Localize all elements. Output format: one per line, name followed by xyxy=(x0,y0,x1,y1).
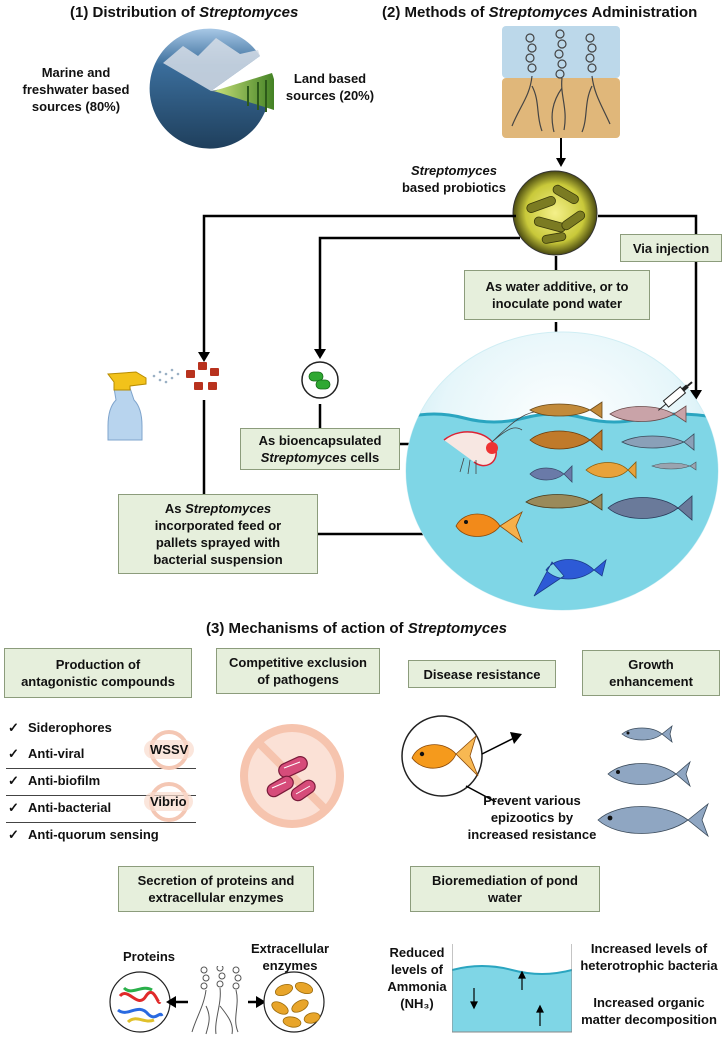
feed-box: As Streptomyces incorporated feed or pal… xyxy=(118,494,318,574)
arrowhead-injection xyxy=(690,390,702,400)
proteins-label: Proteins xyxy=(122,949,175,964)
resistant-goldfish-icon xyxy=(401,715,522,802)
arrowhead-feed xyxy=(198,352,210,362)
secretion-box: Secretion of proteins and extracellular … xyxy=(118,866,314,912)
syringe-icon xyxy=(658,381,693,411)
antagonistic-compounds-box: Production of antagonistic compounds xyxy=(4,648,192,698)
distribution-pie-chart xyxy=(149,28,274,149)
section1-title: (1) Distribution of Streptomyces xyxy=(70,4,299,21)
spray-bottle-icon xyxy=(107,368,180,441)
compounds-list: ✓Siderophores ✓Anti-viral ✓Anti-biofilm … xyxy=(6,716,196,849)
probiotic-bacteria-illustration xyxy=(512,170,598,256)
fish-group xyxy=(525,401,697,597)
reduced-ammonia-label: Reduced levels of Ammonia (NH₃) xyxy=(387,945,447,1011)
bioremediation-box: Bioremediation of pond water xyxy=(410,866,600,912)
arrow-soil-to-probiotic xyxy=(556,138,566,167)
list-item: ✓Anti-quorum sensing xyxy=(8,827,159,842)
pathogen-exclusion-icon xyxy=(240,724,344,828)
list-item: ✓Anti-biofilm xyxy=(6,769,196,796)
land-label: Land based sources (20%) xyxy=(285,71,375,103)
shrimp-icon xyxy=(443,411,535,475)
wssv-badge: WSSV xyxy=(144,740,195,759)
feed-pellets-icon xyxy=(186,362,219,390)
probiotics-label: Streptomyces based probiotics xyxy=(401,163,507,195)
section2-title: (2) Methods of Streptomyces Administrati… xyxy=(382,4,698,21)
soil-roots-illustration xyxy=(502,26,620,138)
competitive-exclusion-box: Competitive exclusion of pathogens xyxy=(216,648,380,694)
injection-box: Via injection xyxy=(620,234,722,262)
goldfish-icon xyxy=(455,510,523,544)
growth-enhancement-box: Growth enhancement xyxy=(582,650,720,696)
list-item: ✓Siderophores xyxy=(8,720,112,735)
list-item: ✓Anti-bacterial xyxy=(6,796,196,823)
prevent-epizootics-label: Prevent various epizootics by increased … xyxy=(467,793,597,842)
pond-water-section-illustration xyxy=(452,944,572,1034)
bioencapsulated-cells-icon xyxy=(301,361,339,399)
marine-label: Marine and freshwater based sources (80%… xyxy=(22,65,130,114)
arrowhead-bioencap xyxy=(314,349,326,359)
list-item: ✓Anti-viral xyxy=(6,742,196,769)
vibrio-badge: Vibrio xyxy=(144,792,193,811)
increased-organic-label: Increased organic matter decomposition xyxy=(581,995,717,1027)
aquaculture-pond-illustration xyxy=(405,331,719,611)
bioencapsulated-box: As bioencapsulated Streptomyces cells xyxy=(240,428,400,470)
growth-fish-illustration xyxy=(597,724,709,838)
enzymes-label: Extracellular enzymes xyxy=(250,941,330,973)
mountain-shape xyxy=(163,38,260,91)
secretion-illustration xyxy=(109,966,325,1035)
section3-title: (3) Mechanisms of action of Streptomyces xyxy=(206,620,507,637)
water-additive-box: As water additive, or to inoculate pond … xyxy=(464,270,650,320)
increased-bacteria-label: Increased levels of heterotrophic bacter… xyxy=(580,941,718,973)
disease-resistance-box: Disease resistance xyxy=(408,660,556,688)
